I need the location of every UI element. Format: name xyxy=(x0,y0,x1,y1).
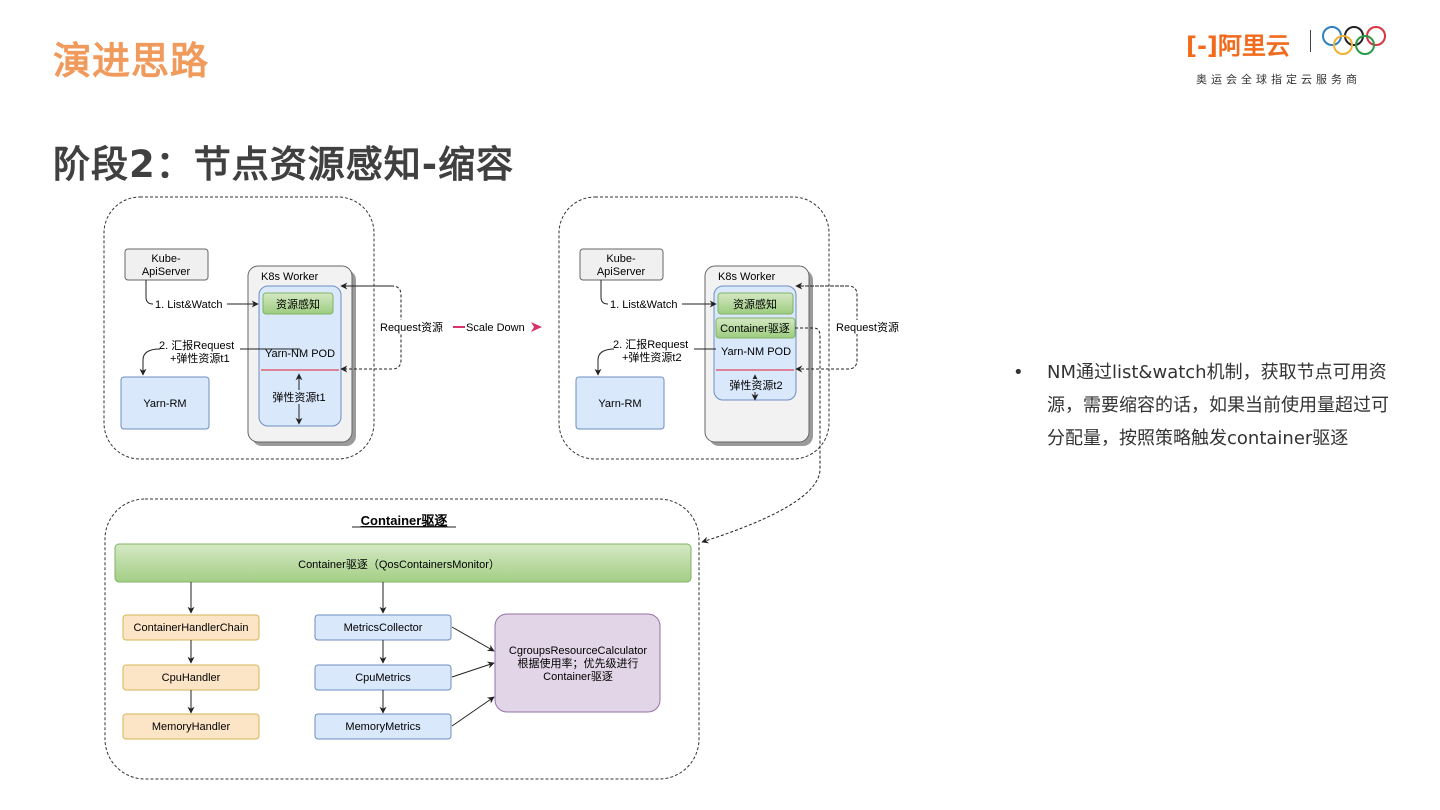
kube-apiserver-box xyxy=(124,248,209,281)
memory-to-calc-arrow xyxy=(451,696,495,727)
scale-down-arrow-icon xyxy=(531,322,542,332)
alibaba-cloud-logo: [-]阿里云 奥运会全球指定云服务商 xyxy=(1186,24,1396,92)
kube-apiserver-label-2a: Kube- xyxy=(606,253,636,265)
report-request-label-2-2: +弹性资源t2 xyxy=(622,350,682,364)
eviction-container xyxy=(104,498,700,780)
kube-apiserver-box-2 xyxy=(579,248,664,281)
after-container xyxy=(558,196,830,460)
yarn-nm-pod-label: Yarn-NM POD xyxy=(265,348,335,360)
resource-aware-box-2 xyxy=(717,292,794,315)
report-request-arrow xyxy=(139,348,300,376)
collector-to-calc-arrow xyxy=(451,626,495,652)
elastic-label-bg-2 xyxy=(726,379,786,392)
report-request-label-2: +弹性资源t1 xyxy=(170,351,230,365)
yarn-rm-label: Yarn-RM xyxy=(143,398,186,410)
bullet-item-0: NM通过list&watch机制，获取节点可用资源，需要缩容的话，如果当前使用量… xyxy=(1047,362,1389,449)
logo-divider xyxy=(1310,30,1311,52)
kube-apiserver-label-2: ApiServer xyxy=(142,266,191,278)
logo-tagline: 奥运会全球指定云服务商 xyxy=(1196,73,1361,86)
report-request-label-bg-2 xyxy=(614,340,694,366)
k8s-worker-label-2: K8s Worker xyxy=(718,271,776,283)
request-resource-loop xyxy=(340,285,402,373)
request-label-bg xyxy=(378,320,450,334)
yarn-rm-box xyxy=(120,376,210,430)
request-resource-label: Request资源 xyxy=(380,320,443,334)
before-container xyxy=(103,196,375,460)
scale-down-transition: Scale Down xyxy=(453,322,542,334)
elastic-label-2: 弹性资源t2 xyxy=(729,378,782,392)
container-evict-label: Container驱逐 xyxy=(720,322,790,335)
report-request-label-2-1: 2. 汇报Request xyxy=(613,337,688,351)
request-resource-loop-2 xyxy=(795,285,858,373)
metrics-label-2: MemoryMetrics xyxy=(345,721,421,733)
calculator-label-3: Container驱逐 xyxy=(543,670,613,683)
yarn-rm-box-2 xyxy=(575,376,665,430)
evict-detail-connector xyxy=(701,327,821,544)
request-label-bg-2 xyxy=(834,320,906,334)
elastic-label: 弹性资源t1 xyxy=(272,390,325,404)
scale-down-label: Scale Down xyxy=(466,322,525,334)
eviction-title: Container驱逐 xyxy=(361,513,448,528)
request-resource-label-2: Request资源 xyxy=(836,320,899,334)
resource-aware-label: 资源感知 xyxy=(276,297,320,311)
olympic-rings-icon xyxy=(1322,26,1386,55)
metrics-box-2 xyxy=(314,713,452,740)
section-title: 演进思路 xyxy=(53,39,210,83)
diagram-after: Kube- ApiServer K8s Worker 资源感知 Containe… xyxy=(558,196,906,544)
calculator-box xyxy=(494,613,661,713)
logo-brand-text: 阿里云 xyxy=(1217,32,1290,60)
k8s-worker-label: K8s Worker xyxy=(261,271,319,283)
handler-label-0: ContainerHandlerChain xyxy=(134,622,249,634)
logo-brand: [-]阿里云 xyxy=(1186,26,1290,61)
list-watch-label-bg xyxy=(153,298,227,310)
list-watch-label: 1. List&Watch xyxy=(155,299,222,311)
cpu-to-calc-arrow xyxy=(451,661,495,678)
calculator-label-1: CgroupsResourceCalculator xyxy=(509,645,648,657)
metrics-label-0: MetricsCollector xyxy=(344,622,423,634)
metrics-label-1: CpuMetrics xyxy=(355,672,411,684)
list-watch-arrow-2 xyxy=(600,280,717,308)
calculator-label-2: 根据使用率；优先级进行 xyxy=(518,656,639,670)
resource-aware-box xyxy=(262,292,334,315)
slide-title: 阶段2：节点资源感知-缩容 xyxy=(53,143,515,186)
report-request-label-bg xyxy=(160,342,240,368)
list-watch-label-bg-2 xyxy=(608,298,682,310)
list-watch-arrow xyxy=(145,280,259,308)
yarn-nm-pod-label-2: Yarn-NM POD xyxy=(721,346,791,358)
qos-monitor-box xyxy=(114,543,692,583)
kube-apiserver-label-2b: ApiServer xyxy=(597,266,646,278)
handler-label-1: CpuHandler xyxy=(162,672,221,684)
eviction-detail: Container驱逐 Container驱逐（QosContainersMon… xyxy=(104,498,700,780)
handler-box-2 xyxy=(122,713,260,740)
report-request-label-1: 2. 汇报Request xyxy=(159,338,234,352)
diagram-before: Kube- ApiServer K8s Worker 资源感知 Yarn-NM … xyxy=(103,196,450,460)
kube-apiserver-label-1: Kube- xyxy=(151,253,181,265)
handler-label-2: MemoryHandler xyxy=(152,721,231,733)
qos-monitor-label: Container驱逐（QosContainersMonitor） xyxy=(298,558,500,571)
alibaba-cloud-icon: [-] xyxy=(1186,32,1218,60)
yarn-rm-label-2: Yarn-RM xyxy=(598,398,641,410)
bullet-icon: • xyxy=(1013,362,1024,383)
list-watch-label-2: 1. List&Watch xyxy=(610,299,677,311)
resource-aware-label-2: 资源感知 xyxy=(733,297,777,311)
elastic-label-bg xyxy=(268,390,330,404)
